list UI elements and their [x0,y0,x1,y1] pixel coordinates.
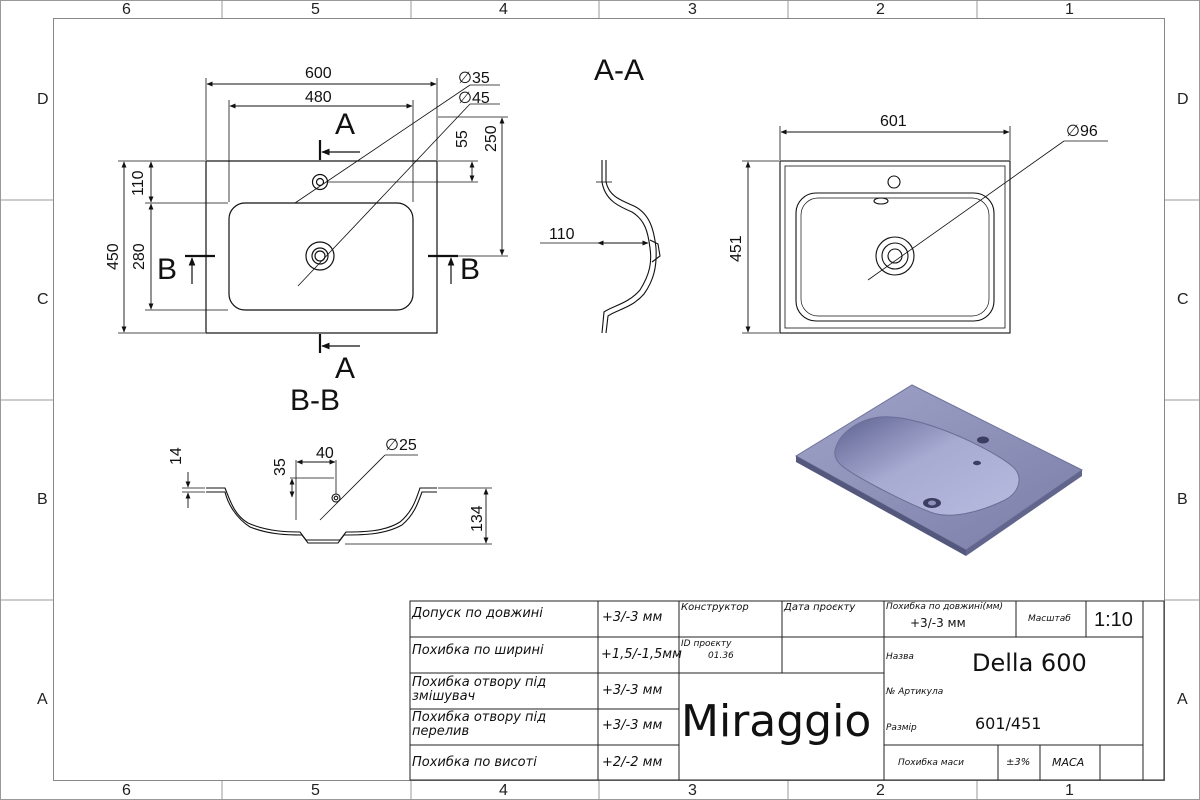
scale-label: Масштаб [1028,614,1071,624]
zone-col-6-bottom: 6 [122,782,131,799]
zone-col-4-top: 4 [499,1,508,18]
top-view [118,78,508,353]
tolerance-value-length: +3/-3 мм [602,610,663,625]
zone-col-3-bottom: 3 [688,782,697,799]
scale-value: 1:10 [1094,609,1133,631]
zone-col-1-bottom: 1 [1065,782,1074,799]
dim-top-d35: ∅35 [458,70,490,87]
size-value: 601/451 [975,714,1042,733]
zone-row-b-right: B [1177,491,1188,508]
zone-row-c-right: C [1177,291,1189,308]
cut-marker-a-bottom: A [335,352,356,385]
article-label: № Артикула [886,687,944,697]
dim-top-d45: ∅45 [458,90,490,107]
mass-tolerance-value: ±3% [1006,757,1031,768]
tolerance-value-width: +1,5/-1,5мм [601,647,682,662]
tolerance-label-overflow-hole: Похибка отвору під перелив [412,710,547,739]
dim-top-110: 110 [130,170,147,196]
dim-right-d96: ∅96 [1066,123,1098,140]
dim-bb-35: 35 [272,458,289,476]
brand-logo-text: Miraggio [681,696,872,747]
dim-top-480: 480 [305,89,332,106]
project-date-label: Дата проєкту [784,602,856,613]
dim-top-280: 280 [131,243,148,270]
zone-row-a-left: A [37,691,48,708]
mass-label: МАСА [1052,756,1085,769]
tolerance-label-height: Похибка по висоті [412,755,537,770]
section-aa-view [540,160,661,334]
name-label: Назва [886,652,914,662]
project-id-value: 01.36 [708,651,734,661]
title-block-grid [409,600,1165,781]
dim-bb-14: 14 [168,447,185,465]
section-aa-title: A-A [594,54,645,87]
dim-right-601: 601 [880,113,907,130]
dim-top-600: 600 [305,65,332,82]
cut-marker-a-top: A [335,108,356,141]
tolerance-label-width: Похибка по ширині [412,643,544,658]
dim-top-55: 55 [454,130,471,148]
zone-col-5-bottom: 5 [311,782,320,799]
dim-top-450: 450 [105,243,122,270]
zone-col-2-bottom: 2 [876,782,885,799]
size-label: Размір [886,723,917,733]
dim-bb-40: 40 [316,445,334,462]
section-bb-title: B-B [290,384,341,417]
cut-marker-b-right: B [460,253,481,286]
dim-bb-134: 134 [469,505,486,532]
tolerance-label-mixer-hole: Похибка отвору під змішувач [412,675,547,704]
length-tolerance-value: +3/-3 мм [910,616,966,630]
section-bb-view [182,454,492,545]
tolerance-label-length: Допуск по довжині [412,606,543,621]
product-name: Della 600 [972,649,1087,677]
project-id-label: ID проєкту [681,639,732,649]
tolerance-value-overflow-hole: +3/-3 мм [602,718,663,733]
length-tolerance-label: Похибка по довжині(мм) [886,602,1004,612]
zone-col-1-top: 1 [1065,1,1074,18]
designer-label: Конструктор [681,602,749,613]
zone-row-b-left: B [37,491,48,508]
zone-row-c-left: C [37,291,49,308]
dim-bb-d25: ∅25 [385,437,417,454]
zone-row-d-left: D [37,91,49,108]
mass-tolerance-label: Похибка маси [898,758,964,768]
zone-col-5-top: 5 [311,1,320,18]
dim-top-250: 250 [483,125,500,152]
zone-col-4-bottom: 4 [499,782,508,799]
zone-col-2-top: 2 [876,1,885,18]
dim-aa-110: 110 [549,226,575,243]
basin-3d-render [795,384,1083,556]
zone-col-3-top: 3 [688,1,697,18]
cut-marker-b-left: B [157,253,178,286]
dim-right-451: 451 [728,235,745,262]
zone-row-d-right: D [1177,91,1189,108]
zone-col-6-top: 6 [122,1,131,18]
zone-row-a-right: A [1177,691,1188,708]
right-view [742,126,1108,334]
tolerance-value-mixer-hole: +3/-3 мм [602,683,663,698]
tolerance-value-height: +2/-2 мм [602,755,663,770]
